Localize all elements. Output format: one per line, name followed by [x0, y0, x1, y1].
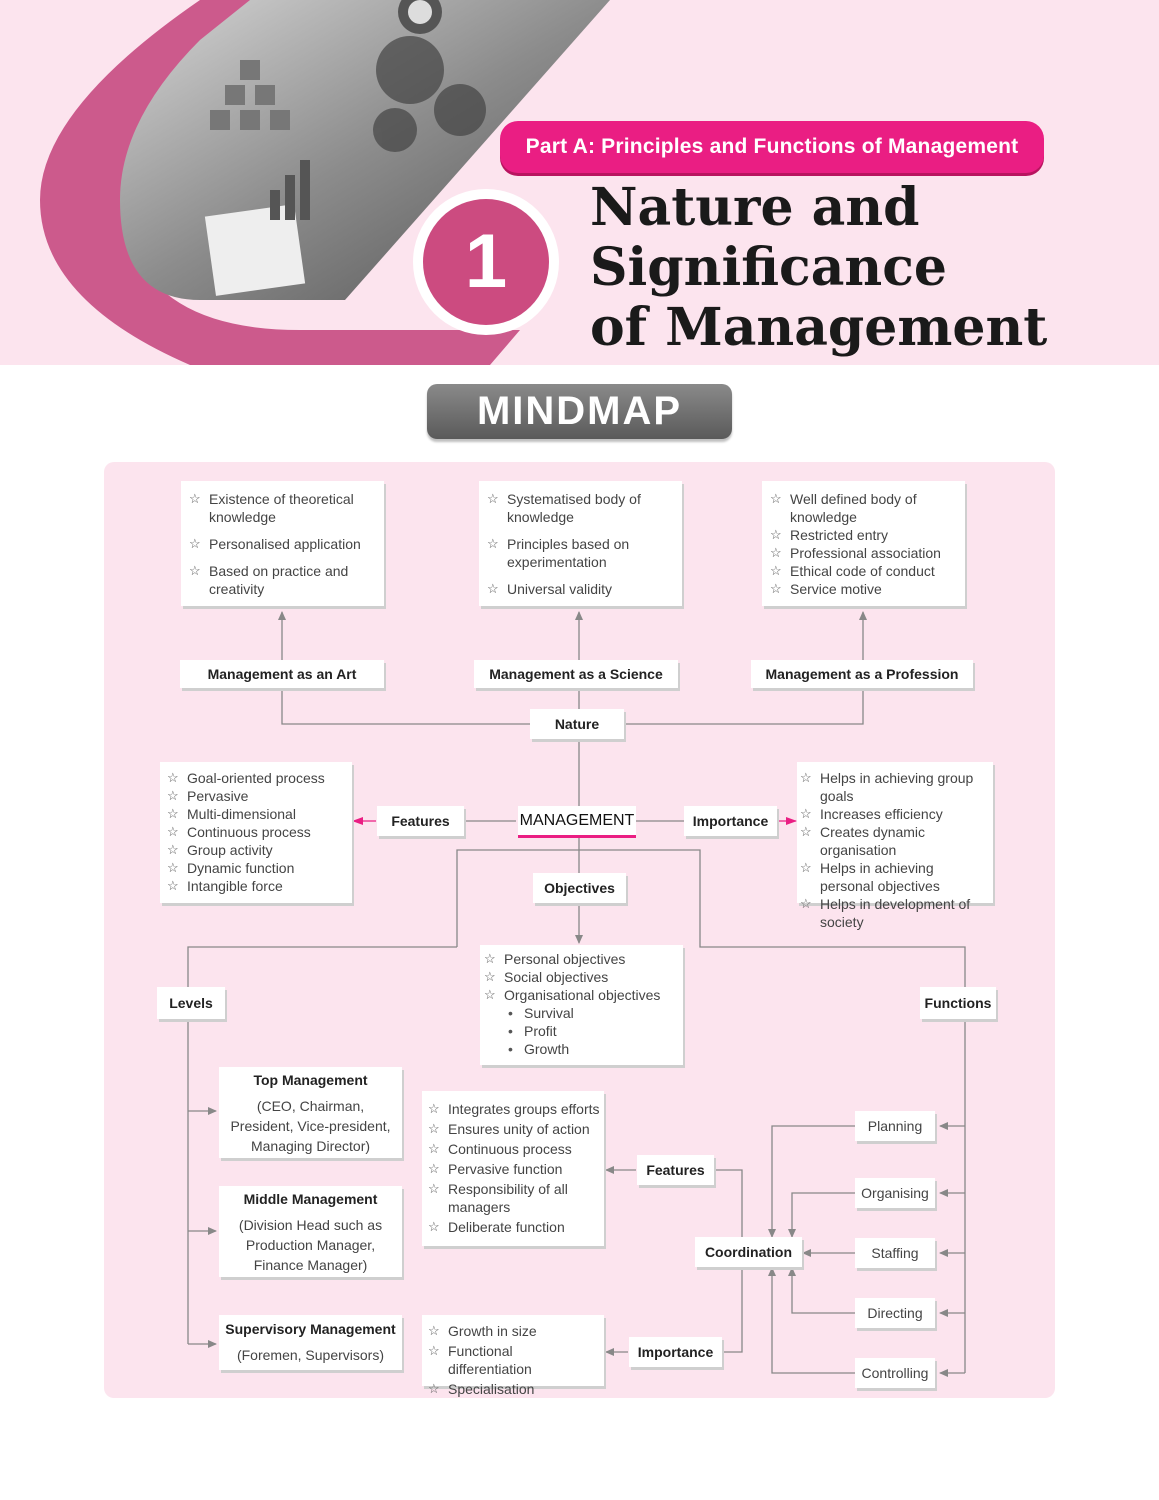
- list-item: Functional differentiation: [428, 1342, 600, 1378]
- list-item: Continuous process: [428, 1140, 600, 1158]
- list-item: Survival: [484, 1004, 679, 1022]
- list-item: Growth: [484, 1040, 679, 1058]
- list-item: Personal objectives: [484, 950, 679, 968]
- management-as-profession-label: Management as a Profession: [751, 660, 973, 688]
- list-item: Goal-oriented process: [167, 769, 346, 787]
- list-item: Principles based on experimentation: [487, 535, 674, 571]
- list-item: Increases efficiency: [800, 805, 991, 823]
- list-item: Profit: [484, 1022, 679, 1040]
- chapter-title: Nature and Significance of Management: [590, 178, 1150, 358]
- list-item: Based on practice and creativity: [189, 562, 376, 598]
- coordination-importance-box: Growth in size Functional differentiatio…: [422, 1315, 604, 1398]
- nature-label: Nature: [530, 709, 624, 739]
- features-points-box: Goal-oriented process Pervasive Multi-di…: [160, 762, 352, 903]
- list-item: Dynamic function: [167, 859, 346, 877]
- management-center-label: MANAGEMENT: [518, 806, 636, 838]
- middle-management-box: Middle Management (Division Head such as…: [219, 1186, 402, 1277]
- supervisory-management-desc: (Foremen, Supervisors): [236, 1347, 385, 1363]
- supervisory-management-box: Supervisory Management (Foremen, Supervi…: [219, 1315, 402, 1370]
- science-points-box: Systematised body of knowledge Principle…: [479, 481, 682, 606]
- coordination-importance-label: Importance: [629, 1337, 722, 1367]
- list-item: Pervasive function: [428, 1160, 600, 1178]
- chapter-title-line-1: Nature and: [590, 177, 920, 238]
- mindmap-title: MINDMAP: [427, 384, 732, 439]
- list-item: Existence of theoretical knowledge: [189, 490, 376, 526]
- list-item: Deliberate function: [428, 1218, 600, 1236]
- middle-management-desc: (Division Head such as Production Manage…: [238, 1217, 383, 1273]
- top-management-title: Top Management: [253, 1072, 368, 1088]
- art-points-box: Existence of theoretical knowledge Perso…: [181, 481, 384, 606]
- list-item: Growth in size: [428, 1322, 600, 1340]
- list-item: Pervasive: [167, 787, 346, 805]
- function-directing: Directing: [855, 1298, 935, 1328]
- list-item: Continuous process: [167, 823, 346, 841]
- list-item: Organisational objectives: [484, 986, 679, 1004]
- chapter-title-line-3: of Management: [590, 297, 1048, 358]
- list-item: Group activity: [167, 841, 346, 859]
- function-planning: Planning: [855, 1111, 935, 1141]
- list-item: Restricted entry: [770, 526, 957, 544]
- features-label: Features: [377, 806, 464, 836]
- list-item: Integrates groups efforts: [428, 1100, 600, 1118]
- list-item: Professional association: [770, 544, 957, 562]
- chapter-title-line-2: Significance: [590, 237, 947, 298]
- list-item: Intangible force: [167, 877, 346, 895]
- list-item: Universal validity: [487, 580, 674, 598]
- objectives-points-box: Personal objectives Social objectives Or…: [480, 945, 683, 1065]
- list-item: Ensures unity of action: [428, 1120, 600, 1138]
- supervisory-management-title: Supervisory Management: [225, 1321, 396, 1337]
- list-item: Personalised application: [189, 535, 376, 553]
- profession-points-box: Well defined body of knowledge Restricte…: [762, 481, 965, 606]
- list-item: Helps in achieving personal objectives: [800, 859, 991, 895]
- list-item: Helps in development of society: [800, 895, 991, 931]
- top-management-box: Top Management (CEO, Chairman, President…: [219, 1067, 402, 1158]
- management-as-art-label: Management as an Art: [180, 660, 384, 688]
- list-item: Social objectives: [484, 968, 679, 986]
- list-item: Responsibility of all managers: [428, 1180, 600, 1216]
- objectives-label: Objectives: [533, 873, 626, 903]
- functions-label: Functions: [920, 987, 996, 1019]
- list-item: Specialisation: [428, 1380, 600, 1398]
- list-item: Well defined body of knowledge: [770, 490, 957, 526]
- list-item: Creates dynamic organisation: [800, 823, 991, 859]
- importance-label: Importance: [684, 806, 777, 836]
- coordination-features-label: Features: [637, 1155, 714, 1185]
- top-management-desc: (CEO, Chairman, President, Vice-presiden…: [230, 1098, 391, 1154]
- list-item: Ethical code of conduct: [770, 562, 957, 580]
- function-controlling: Controlling: [855, 1358, 935, 1388]
- list-item: Systematised body of knowledge: [487, 490, 674, 526]
- list-item: Helps in achieving group goals: [800, 769, 991, 805]
- part-banner: Part A: Principles and Functions of Mana…: [500, 121, 1044, 173]
- list-item: Service motive: [770, 580, 957, 598]
- coordination-features-box: Integrates groups efforts Ensures unity …: [422, 1091, 604, 1246]
- list-item: Multi-dimensional: [167, 805, 346, 823]
- management-as-science-label: Management as a Science: [474, 660, 678, 688]
- function-organising: Organising: [855, 1178, 935, 1208]
- function-staffing: Staffing: [855, 1238, 935, 1268]
- chapter-number: 1: [423, 199, 549, 325]
- coordination-label: Coordination: [695, 1237, 802, 1267]
- middle-management-title: Middle Management: [243, 1191, 378, 1207]
- importance-points-box: Helps in achieving group goals Increases…: [797, 762, 993, 930]
- levels-label: Levels: [157, 987, 225, 1019]
